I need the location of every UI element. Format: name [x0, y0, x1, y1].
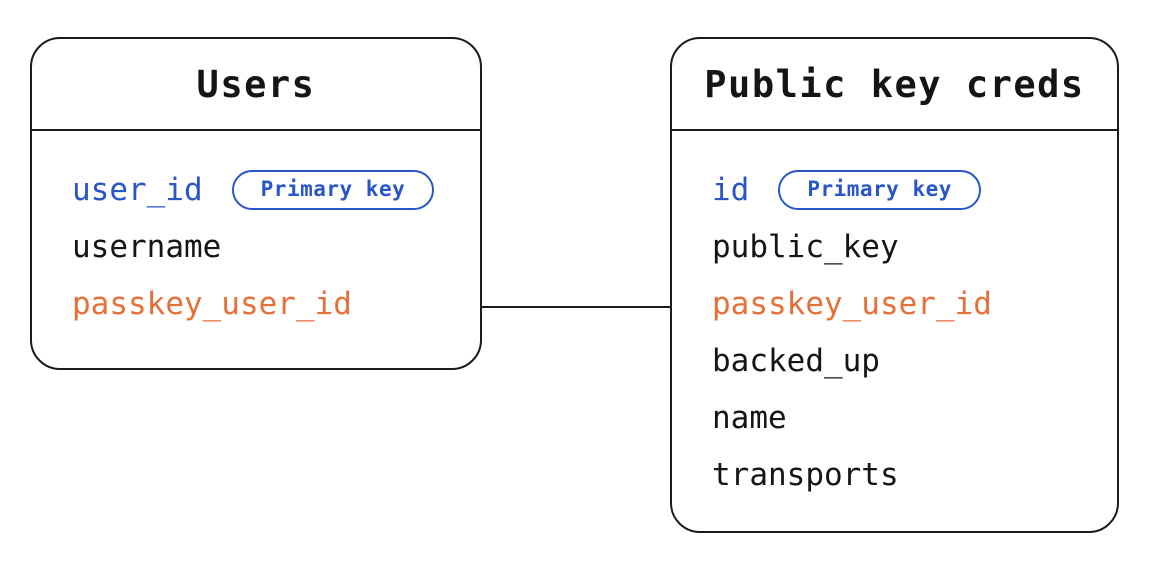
relation-line [482, 306, 670, 308]
table-public-key-creds-title: Public key creds [672, 39, 1117, 131]
field-row-user-id: user_id Primary key [72, 161, 480, 218]
field-name-username: username [72, 228, 222, 265]
field-name-name: name [712, 399, 787, 436]
table-users-fields: user_id Primary key username passkey_use… [32, 131, 480, 332]
field-row-passkey-user-id: passkey_user_id [72, 275, 480, 332]
field-name-public-key: public_key [712, 228, 899, 265]
field-name-id: id [712, 171, 750, 208]
field-name-backed-up: backed_up [712, 342, 880, 379]
field-row-passkey-user-id: passkey_user_id [712, 275, 1117, 332]
field-row-public-key: public_key [712, 218, 1117, 275]
field-row-username: username [72, 218, 480, 275]
table-public-key-creds-fields: id Primary key public_key passkey_user_i… [672, 131, 1117, 503]
field-row-id: id Primary key [712, 161, 1117, 218]
table-users: Users user_id Primary key username passk… [30, 37, 482, 370]
field-name-passkey-user-id: passkey_user_id [72, 285, 352, 322]
field-row-transports: transports [712, 446, 1117, 503]
table-users-title: Users [32, 39, 480, 131]
field-name-passkey-user-id: passkey_user_id [712, 285, 992, 322]
primary-key-badge: Primary key [778, 169, 981, 210]
primary-key-badge: Primary key [231, 169, 435, 210]
field-row-name: name [712, 389, 1117, 446]
field-name-transports: transports [712, 456, 899, 493]
field-row-backed-up: backed_up [712, 332, 1117, 389]
field-name-user-id: user_id [72, 171, 203, 208]
table-public-key-creds: Public key creds id Primary key public_k… [670, 37, 1119, 533]
